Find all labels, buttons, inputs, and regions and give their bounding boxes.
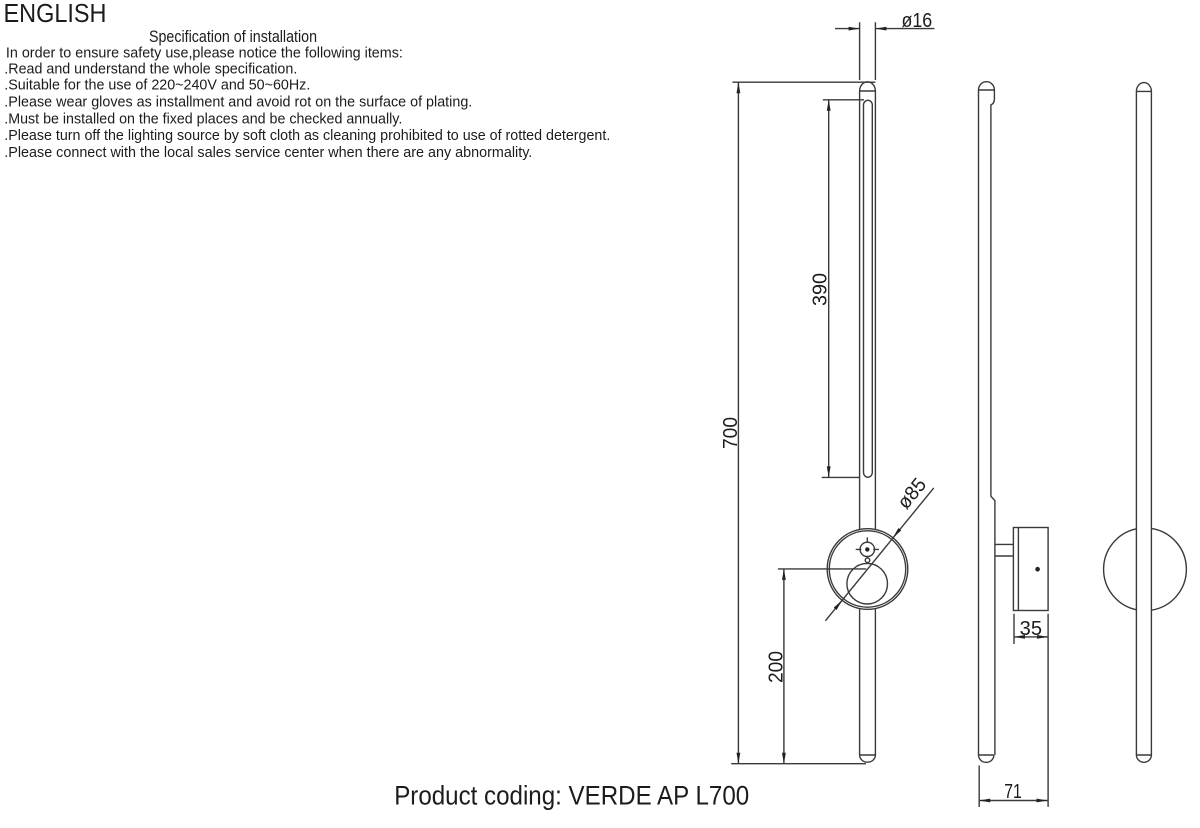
svg-text:700: 700 [720,417,742,449]
svg-text:200: 200 [765,651,787,683]
svg-text:.Please connect with the local: .Please connect with the local sales ser… [4,144,532,161]
svg-text:Product coding: VERDE AP L700: Product coding: VERDE AP L700 [394,780,749,810]
svg-text:Specification of installation: Specification of installation [149,28,317,46]
svg-text:ø16: ø16 [902,10,933,32]
svg-text:.Read and understand the whole: .Read and understand the whole specifica… [4,60,297,77]
svg-text:ENGLISH: ENGLISH [4,0,107,28]
svg-text:.Please turn off the lighting: .Please turn off the lighting source by … [4,127,610,144]
svg-text:.Suitable for the use of 220~2: .Suitable for the use of 220~240V and 50… [4,76,310,93]
svg-text:In order to ensure safety use,: In order to ensure safety use,please not… [6,44,403,61]
svg-text:.Must be installed on the fixe: .Must be installed on the fixed places a… [4,111,402,128]
svg-text:71: 71 [1004,781,1022,803]
svg-text:35: 35 [1020,618,1042,640]
svg-text:.Please wear gloves as install: .Please wear gloves as installment and a… [4,94,472,111]
svg-text:390: 390 [810,273,832,306]
